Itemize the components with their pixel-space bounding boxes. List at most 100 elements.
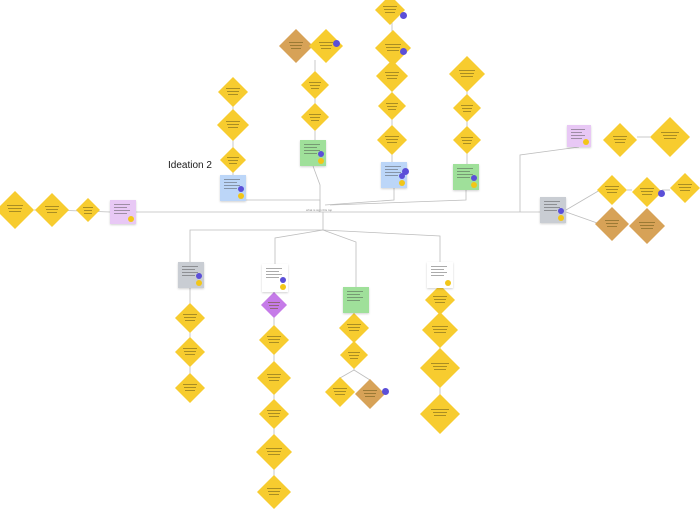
- decision-diamond[interactable]: [175, 303, 205, 333]
- decision-diamond[interactable]: [257, 475, 291, 509]
- sticky-note[interactable]: [567, 125, 591, 147]
- decision-diamond[interactable]: [340, 341, 368, 369]
- decision-diamond[interactable]: [0, 191, 34, 229]
- user-tag-icon: [333, 40, 340, 47]
- note-text-lines: [304, 144, 320, 154]
- decision-diamond[interactable]: [420, 394, 460, 434]
- decision-diamond[interactable]: [175, 373, 205, 403]
- user-tag-icon: [382, 388, 389, 395]
- decision-diamond[interactable]: [449, 56, 485, 92]
- user-tag-icon: [402, 168, 409, 175]
- decision-diamond[interactable]: [217, 109, 249, 141]
- diamond-text-lines: [183, 348, 197, 356]
- reaction-avatar-icon: [318, 158, 324, 164]
- connector-line: [274, 229, 324, 264]
- board-title: Ideation 2: [168, 160, 212, 171]
- diamond-text-lines: [268, 301, 280, 309]
- diamond-text-lines: [318, 41, 334, 49]
- reaction-avatar-icon: [196, 273, 202, 279]
- diamond-text-lines: [661, 132, 679, 140]
- sticky-note[interactable]: [453, 164, 479, 190]
- decision-diamond-brown[interactable]: [629, 208, 665, 244]
- decision-diamond[interactable]: [218, 77, 248, 107]
- diamond-text-lines: [333, 388, 347, 396]
- diamond-text-lines: [225, 121, 241, 129]
- decision-diamond[interactable]: [376, 60, 408, 92]
- decision-diamond[interactable]: [35, 193, 69, 227]
- connector-line: [324, 188, 395, 206]
- diamond-text-lines: [431, 409, 449, 417]
- decision-diamond-brown[interactable]: [355, 379, 385, 409]
- decision-diamond[interactable]: [597, 175, 627, 205]
- reaction-avatar-icon: [471, 182, 477, 188]
- decision-diamond[interactable]: [220, 147, 246, 173]
- decision-diamond-brown[interactable]: [595, 207, 629, 241]
- decision-diamond[interactable]: [339, 313, 369, 343]
- diamond-text-lines: [347, 351, 361, 359]
- decision-diamond[interactable]: [377, 125, 407, 155]
- sticky-note[interactable]: [381, 162, 407, 188]
- reaction-avatar-icon: [196, 280, 202, 286]
- diamond-text-lines: [612, 135, 628, 143]
- decision-diamond[interactable]: [670, 173, 700, 203]
- decision-diamond[interactable]: [650, 117, 690, 157]
- sticky-note[interactable]: [220, 175, 246, 201]
- diamond-text-lines: [678, 184, 692, 192]
- diamond-text-lines: [226, 88, 240, 96]
- decision-diamond[interactable]: [378, 92, 406, 120]
- decision-diamond[interactable]: [425, 285, 455, 315]
- decision-diamond[interactable]: [632, 177, 662, 207]
- decision-diamond[interactable]: [256, 434, 292, 470]
- connector-line: [519, 146, 580, 212]
- note-text-lines: [266, 268, 282, 278]
- diamond-text-lines: [44, 205, 60, 213]
- user-tag-icon: [658, 190, 665, 197]
- decision-diamond[interactable]: [259, 325, 289, 355]
- connector-line: [322, 229, 357, 287]
- diamond-text-lines: [267, 336, 281, 344]
- sticky-note[interactable]: [427, 262, 453, 288]
- decision-diamond[interactable]: [422, 312, 458, 348]
- note-text-lines: [544, 201, 560, 211]
- decision-diamond-purple[interactable]: [261, 292, 287, 318]
- diamond-text-lines: [183, 384, 197, 392]
- decision-diamond[interactable]: [309, 29, 343, 63]
- sticky-note[interactable]: [262, 264, 288, 292]
- diamond-text-lines: [363, 390, 377, 398]
- decision-diamond[interactable]: [259, 399, 289, 429]
- note-text-lines: [182, 266, 198, 276]
- connector-line: [189, 212, 324, 262]
- diamond-text-lines: [6, 205, 24, 213]
- reaction-avatar-icon: [238, 193, 244, 199]
- sticky-note[interactable]: [178, 262, 204, 288]
- diamond-text-lines: [267, 410, 281, 418]
- sticky-note[interactable]: [540, 197, 566, 223]
- note-text-lines: [571, 129, 585, 139]
- diamond-text-lines: [308, 81, 322, 89]
- diamond-text-lines: [432, 325, 448, 333]
- sticky-note[interactable]: [343, 287, 369, 313]
- connector-line: [322, 229, 441, 262]
- decision-diamond[interactable]: [453, 94, 481, 122]
- sticky-note[interactable]: [300, 140, 326, 166]
- central-hub[interactable]: what is sign this top: [306, 208, 336, 214]
- decision-diamond[interactable]: [453, 126, 481, 154]
- decision-diamond[interactable]: [603, 123, 637, 157]
- decision-diamond[interactable]: [375, 0, 405, 25]
- reaction-avatar-icon: [399, 173, 405, 179]
- diamond-text-lines: [266, 487, 282, 495]
- sticky-note[interactable]: [110, 200, 136, 224]
- decision-diamond[interactable]: [325, 377, 355, 407]
- decision-diamond[interactable]: [420, 348, 460, 388]
- reaction-avatar-icon: [583, 139, 589, 145]
- decision-diamond[interactable]: [76, 198, 100, 222]
- decision-diamond[interactable]: [301, 71, 329, 99]
- decision-diamond[interactable]: [375, 30, 411, 66]
- decision-diamond[interactable]: [257, 361, 291, 395]
- decision-diamond[interactable]: [175, 337, 205, 367]
- decision-diamond[interactable]: [301, 103, 329, 131]
- diamond-text-lines: [227, 156, 239, 164]
- decision-diamond-brown[interactable]: [279, 29, 313, 63]
